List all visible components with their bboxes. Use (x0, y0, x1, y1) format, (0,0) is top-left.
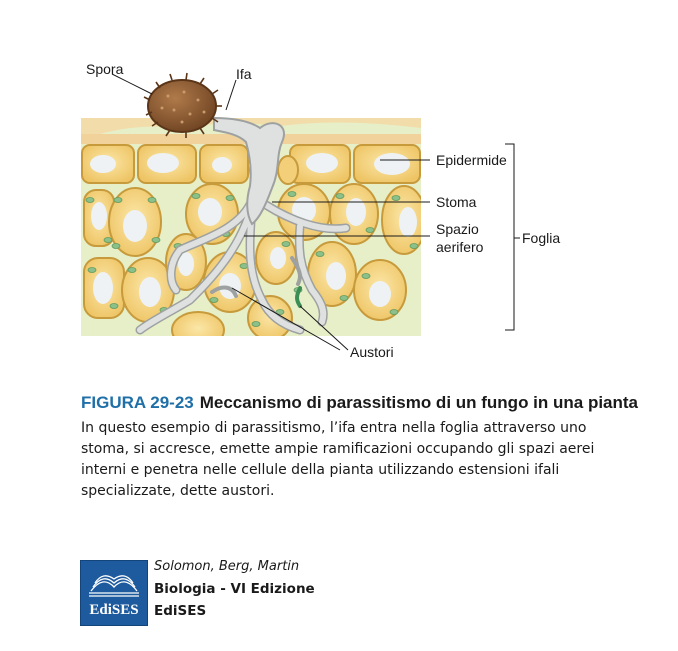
label-epidermide: Epidermide (436, 152, 507, 168)
leaf-parasitism-diagram: Spora Ifa Epidermide Stoma Spazio aerife… (81, 61, 561, 360)
logo-text: EdiSES (89, 602, 139, 618)
label-ifa: Ifa (236, 66, 252, 82)
epidermis-cells (81, 144, 421, 185)
label-foglia: Foglia (522, 230, 561, 246)
book-title: Biologia - VI Edizione (154, 581, 315, 597)
book-pages-icon (89, 575, 139, 597)
book-authors: Solomon, Berg, Martin (154, 559, 300, 574)
leaf-cross-section-illustration (81, 72, 520, 351)
figure-caption-heading: FIGURA 29-23 Meccanismo di parassitismo d… (81, 393, 638, 413)
hypha-network (135, 195, 351, 335)
figure-title: Meccanismo di parassitismo di un fungo i… (199, 393, 639, 412)
figure-number: FIGURA 29-23 (81, 393, 194, 412)
label-spazio-aerifero-line1: Spazio (436, 221, 479, 237)
label-spazio-aerifero-line2: aerifero (436, 239, 484, 255)
publisher-name: EdiSES (154, 603, 207, 619)
label-spora: Spora (86, 61, 124, 77)
figure-caption-text: In questo esempio di parassitismo, l’ifa… (81, 420, 595, 499)
label-stoma: Stoma (436, 194, 477, 210)
spore (143, 72, 222, 138)
hypha-entry (213, 116, 285, 226)
leader-lines (111, 73, 520, 351)
label-austori: Austori (350, 344, 394, 360)
edises-logo: EdiSES (80, 560, 148, 626)
